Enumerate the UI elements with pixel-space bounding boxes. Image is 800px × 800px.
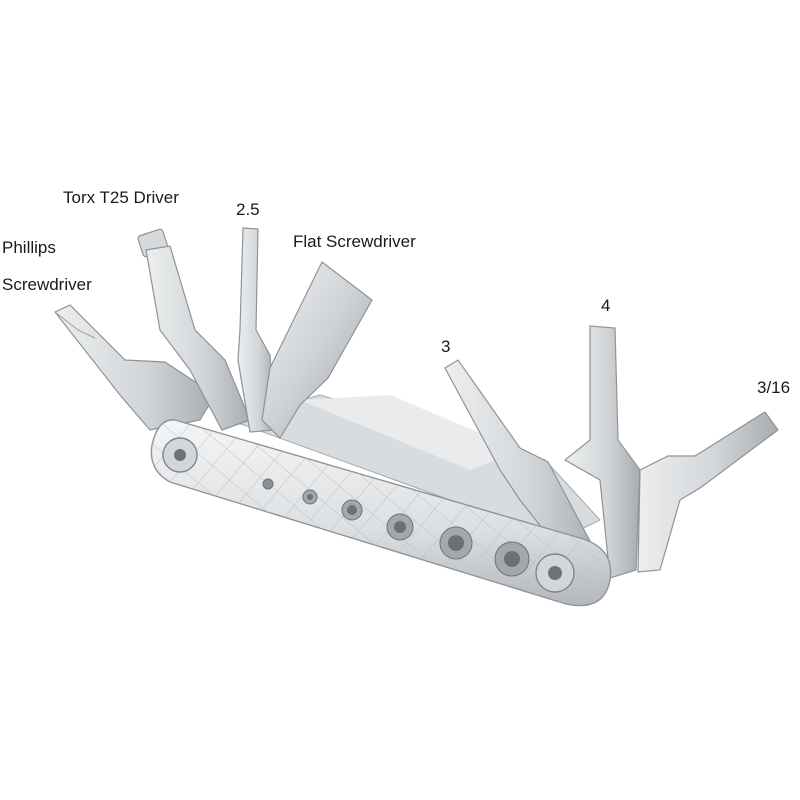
hex-key-4 [563, 325, 641, 579]
label-hex-3: 3 [441, 337, 451, 356]
pivot-screw-left [162, 437, 198, 473]
label-flat-screwdriver: Flat Screwdriver [293, 232, 416, 251]
label-hex-3-16: 3/16 [757, 378, 791, 397]
hex-key-3-16 [637, 411, 779, 573]
label-torx-t25-driver: Torx T25 Driver [63, 188, 179, 207]
label-hex-4: 4 [601, 296, 611, 315]
flat-screwdriver-bit [261, 261, 373, 439]
torx-t25-driver-bit [137, 228, 251, 431]
label-hex-2-5: 2.5 [236, 200, 260, 219]
label-phillips-line2: Screwdriver [2, 275, 92, 294]
label-phillips-line1: Phillips [2, 238, 56, 257]
pivot-screw-right [535, 553, 575, 593]
threaded-holes [262, 478, 530, 577]
